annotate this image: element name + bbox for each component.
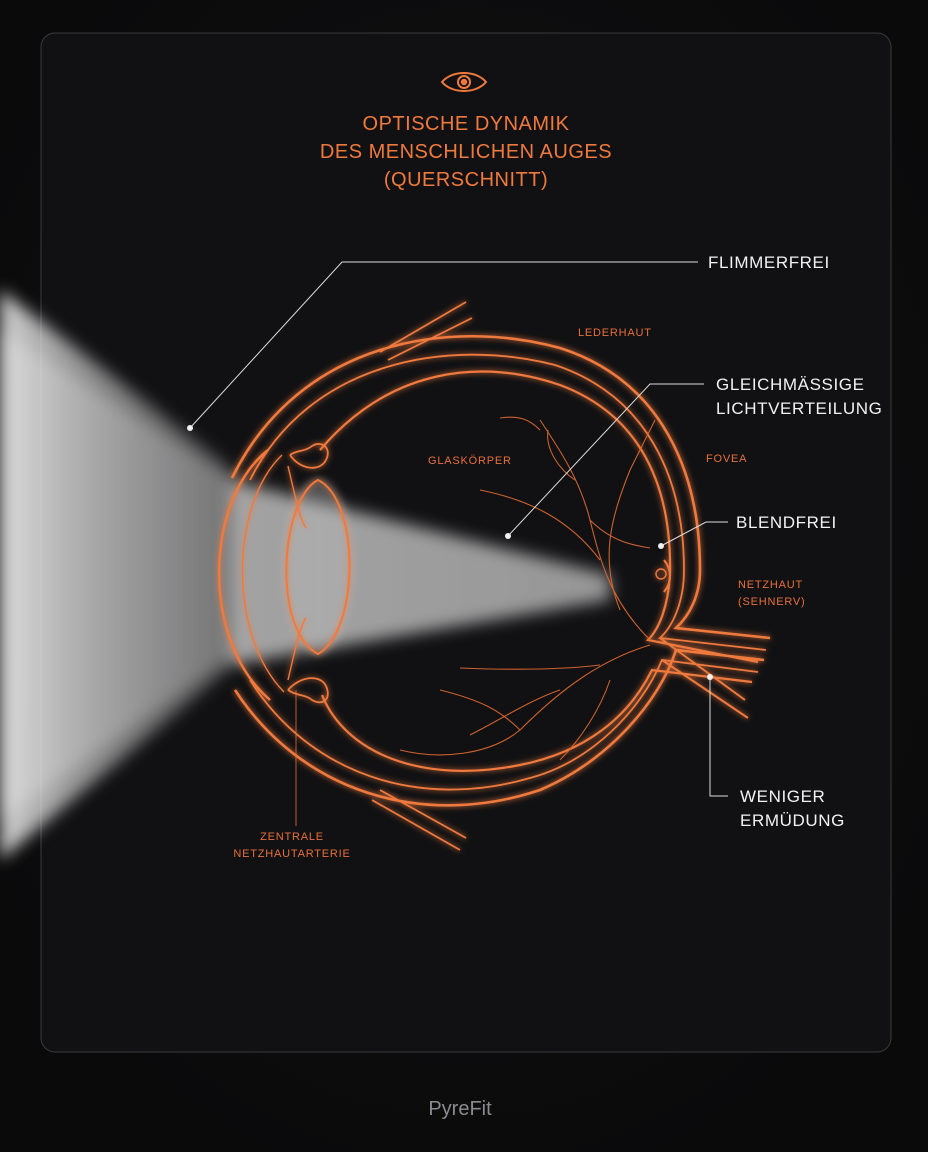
fovea-mark <box>663 559 671 593</box>
label-netzhautarterie: NETZHAUTARTERIE <box>233 848 350 860</box>
label-netzhaut: NETZHAUT <box>738 579 803 591</box>
label-zentrale: ZENTRALE <box>260 831 324 843</box>
light-beam <box>0 290 610 860</box>
label-gleichmaessige: GLEICHMÄSSIGE <box>716 375 865 394</box>
eye-icon <box>440 72 488 92</box>
label-weniger: WENIGER <box>740 787 825 806</box>
eye-cross-section <box>217 301 771 851</box>
callout-dots <box>187 425 713 680</box>
sclera-outer <box>230 334 771 807</box>
label-lichtverteilung: LICHTVERTEILUNG <box>716 399 882 418</box>
retinal-vessels <box>399 416 656 761</box>
label-ermuedung: ERMÜDUNG <box>740 811 845 830</box>
title-line-2: DES MENSCHLICHEN AUGES <box>320 141 612 163</box>
choroid-line <box>249 353 767 791</box>
label-fovea: FOVEA <box>706 453 747 465</box>
label-blendfrei: BLENDFREI <box>736 513 837 532</box>
lens <box>285 478 351 656</box>
label-flimmerfrei: FLIMMERFREI <box>708 253 830 272</box>
label-sehnerv: (SEHNERV) <box>738 596 806 608</box>
iris-lower <box>287 677 329 704</box>
label-lederhaut: LEDERHAUT <box>578 327 652 339</box>
title-line-3: (QUERSCHNITT) <box>384 169 548 191</box>
label-glaskoerper: GLASKÖRPER <box>428 455 512 467</box>
cornea <box>217 449 271 701</box>
brand-logo: PyreFit <box>428 1098 492 1120</box>
iris-upper <box>289 443 329 469</box>
callout-lines <box>189 261 728 797</box>
title-line-1: OPTISCHE DYNAMIK <box>363 113 570 135</box>
optic-nerve <box>659 627 771 719</box>
